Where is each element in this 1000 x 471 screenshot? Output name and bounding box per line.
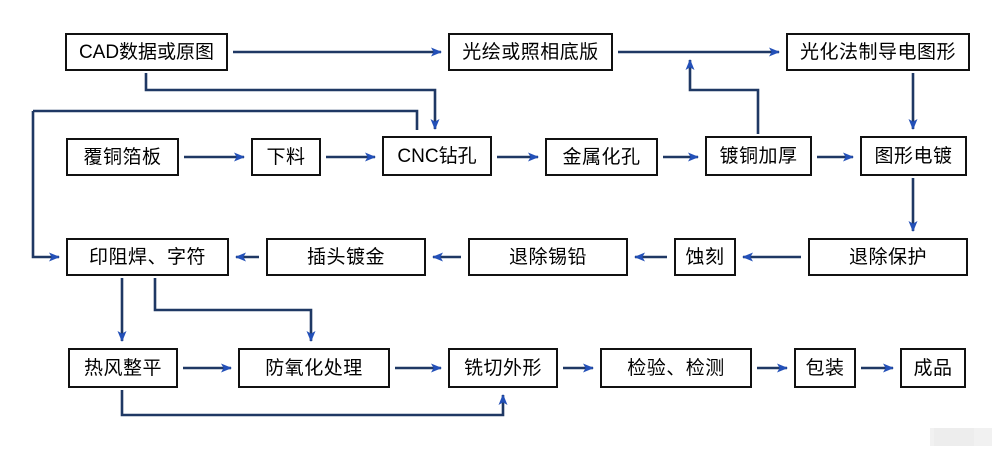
node-cuplate[interactable]: 镀铜加厚 bbox=[705, 136, 812, 176]
node-cad[interactable]: CAD数据或原图 bbox=[65, 33, 228, 71]
node-film[interactable]: 光绘或照相底版 bbox=[448, 33, 613, 71]
node-solder[interactable]: 印阻焊、字符 bbox=[66, 238, 229, 276]
edge-cad-to-cnc bbox=[144, 73, 440, 130]
edge-left-rail-top-stub bbox=[33, 109, 419, 130]
node-patplate[interactable]: 图形电镀 bbox=[860, 136, 967, 176]
node-cnc[interactable]: CNC钻孔 bbox=[382, 136, 492, 176]
node-goldplate[interactable]: 插头镀金 bbox=[266, 238, 426, 276]
node-pth[interactable]: 金属化孔 bbox=[545, 138, 658, 176]
edge-solder-to-antiox bbox=[153, 278, 316, 342]
node-mill[interactable]: 铣切外形 bbox=[448, 348, 558, 388]
node-stripres[interactable]: 退除保护 bbox=[808, 238, 968, 276]
edge-cuplate-feedback-to-film bbox=[685, 59, 760, 134]
node-clad[interactable]: 覆铜箔板 bbox=[66, 138, 179, 176]
node-inspect[interactable]: 检验、检测 bbox=[600, 348, 752, 388]
node-finish[interactable]: 成品 bbox=[900, 348, 966, 388]
node-pack[interactable]: 包装 bbox=[794, 348, 856, 388]
node-etch[interactable]: 蚀刻 bbox=[674, 238, 736, 276]
edge-hasl-bottom-loop-to-mill bbox=[120, 390, 508, 417]
edge-left-rail-to-solder bbox=[31, 111, 60, 262]
node-striptin[interactable]: 退除锡铅 bbox=[468, 238, 628, 276]
watermark-bar-inner bbox=[934, 428, 974, 446]
node-cutting[interactable]: 下料 bbox=[251, 138, 321, 176]
node-photochem[interactable]: 光化法制导电图形 bbox=[786, 33, 970, 71]
node-antiox[interactable]: 防氧化处理 bbox=[238, 348, 390, 388]
node-hasl[interactable]: 热风整平 bbox=[68, 348, 178, 388]
